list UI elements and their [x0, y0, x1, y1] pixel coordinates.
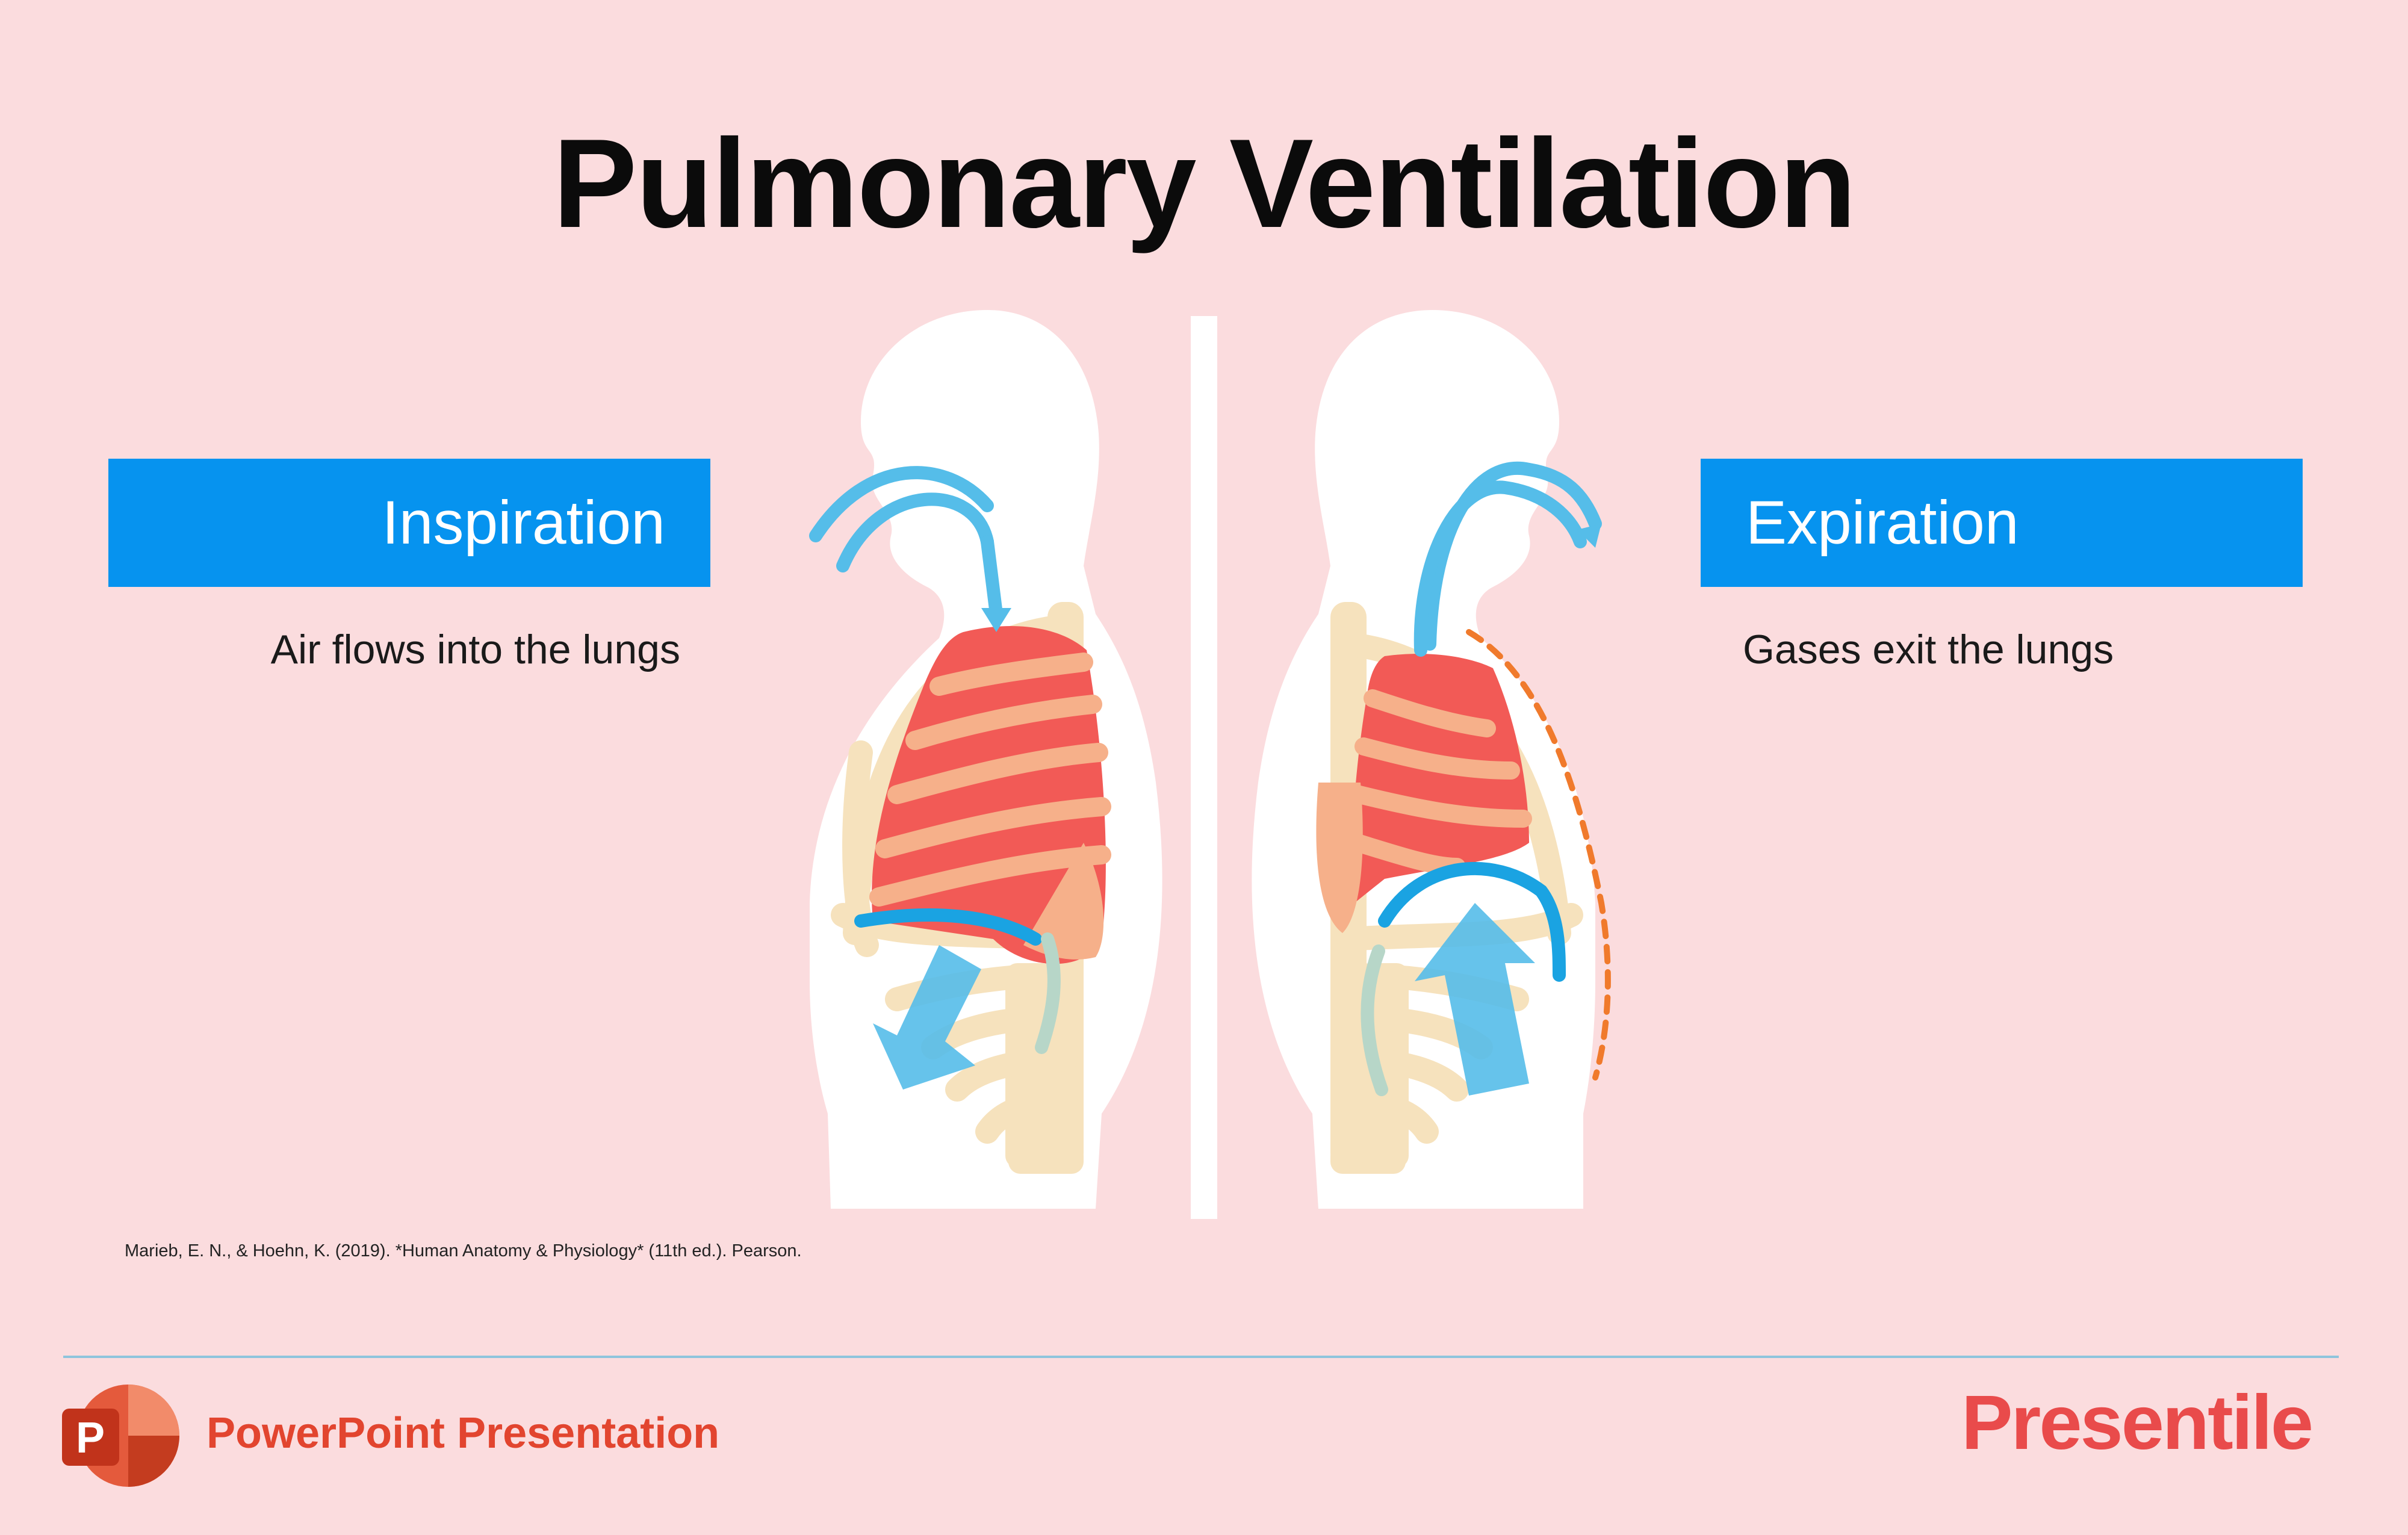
airflow-in-arrow	[809, 466, 1003, 621]
lung	[1316, 654, 1532, 933]
diaphragm-down-arrow	[873, 945, 981, 1090]
citation: Marieb, E. N., & Hoehn, K. (2019). *Huma…	[125, 1241, 802, 1261]
airflow-out-arrow	[1413, 462, 1602, 657]
center-divider	[1191, 316, 1217, 1219]
expiration-torso-illustration	[1252, 310, 1611, 1209]
diaphragm	[854, 908, 1042, 946]
page-title: Pulmonary Ventilation	[553, 113, 1856, 254]
trachea	[1035, 932, 1061, 1054]
expiration-label: Expiration	[1701, 459, 2303, 587]
powerpoint-icon: P	[62, 1385, 179, 1487]
diaphragm	[1378, 861, 1566, 982]
footer-divider	[63, 1356, 2339, 1358]
brand-logo: Presentile	[1961, 1380, 2313, 1466]
inspiration-description: Air flows into the lungs	[270, 627, 680, 672]
trachea	[1361, 944, 1388, 1096]
airflow-out-arrowhead	[1577, 524, 1601, 548]
footer-text: PowerPoint Presentation	[206, 1409, 720, 1457]
airflow-in-arrowhead	[981, 608, 1011, 632]
expiration-description: Gases exit the lungs	[1743, 627, 2114, 672]
chest-recoil-dashed-line	[1466, 629, 1611, 1081]
inspiration-label: Inspiration	[108, 459, 710, 587]
diaphragm-up-arrow	[1415, 903, 1535, 1096]
lung	[869, 626, 1111, 964]
inspiration-torso-illustration	[809, 310, 1162, 1209]
powerpoint-icon-letter: P	[76, 1414, 105, 1462]
